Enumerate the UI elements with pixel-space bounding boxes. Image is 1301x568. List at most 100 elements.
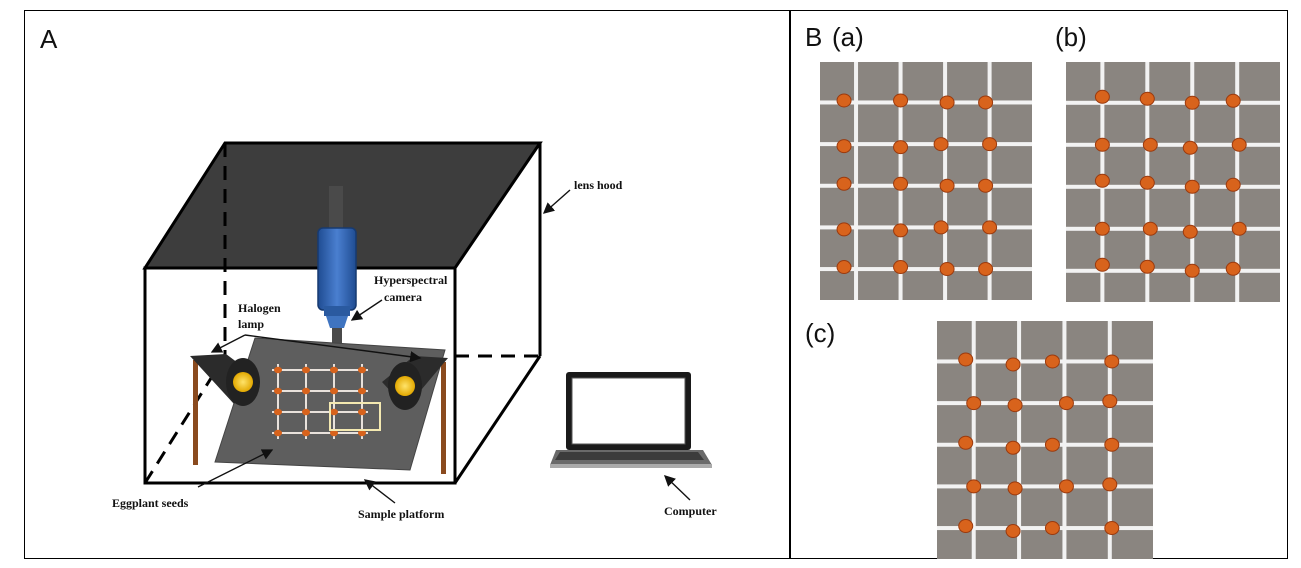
seed <box>1102 477 1118 492</box>
platform-label: Sample platform <box>358 507 445 521</box>
seed-dot <box>274 366 282 374</box>
halogen-lamp-left-icon <box>190 354 260 406</box>
subpanel-b-label: (b) <box>1055 22 1087 52</box>
halogen-lamp-right-icon <box>382 356 448 410</box>
subpanel-c-label: (c) <box>805 318 836 348</box>
seed <box>966 396 982 411</box>
seed <box>1104 521 1120 536</box>
computer-label: Computer <box>664 504 717 518</box>
seed-dot <box>358 387 366 395</box>
eggplant-seed-grid <box>272 364 368 439</box>
photo-background <box>820 62 1032 300</box>
seed <box>893 176 909 191</box>
seed <box>1142 221 1158 236</box>
seed <box>1225 261 1241 276</box>
seed-dot <box>358 408 366 416</box>
seed-dot <box>302 366 310 374</box>
grid-line <box>1066 268 1280 273</box>
seed <box>1104 354 1120 369</box>
subpanel-a-label: (a) <box>832 22 864 52</box>
camera-icon <box>317 227 357 311</box>
panel-b-label: B <box>805 22 823 52</box>
seed <box>1058 479 1074 494</box>
seed <box>939 95 955 110</box>
grid-line <box>820 142 1032 147</box>
lens-hood-arrow <box>542 189 571 214</box>
hood-front-face <box>143 266 457 485</box>
seed <box>1094 173 1110 188</box>
seed <box>836 139 852 154</box>
figure-frame <box>24 10 1288 559</box>
seed <box>1094 89 1110 104</box>
seed-dot <box>358 366 366 374</box>
seed <box>1182 224 1198 239</box>
seed <box>1005 357 1021 372</box>
computer-arrow <box>663 475 691 501</box>
seed-photo-a <box>820 62 1032 300</box>
grid-line <box>1066 142 1280 147</box>
panel-divider <box>789 10 791 559</box>
seed <box>893 93 909 108</box>
seed-dot <box>302 429 310 437</box>
grid-line <box>937 401 1153 406</box>
grid-line <box>820 267 1032 272</box>
grid-line <box>937 484 1153 489</box>
grid-line <box>1017 321 1022 559</box>
grid-line <box>1062 321 1067 559</box>
computer-icon <box>550 372 712 468</box>
camera-label-line1: Hyperspectral <box>374 273 448 287</box>
seed <box>1044 354 1060 369</box>
seed <box>1007 398 1023 413</box>
seeds-arrow <box>197 449 274 488</box>
seed <box>978 262 994 277</box>
camera-label-line2: camera <box>384 290 422 304</box>
seed <box>939 178 955 193</box>
seed-dot <box>330 366 338 374</box>
seed <box>1094 221 1110 236</box>
seed <box>1139 259 1155 274</box>
lamp-label-line1: Halogen <box>238 301 281 315</box>
seed <box>958 435 974 450</box>
seed <box>1094 137 1110 152</box>
seed-dot <box>330 387 338 395</box>
seed <box>1044 437 1060 452</box>
seed <box>958 352 974 367</box>
seed <box>1044 521 1060 536</box>
panel-a-label: A <box>40 24 58 54</box>
seeds-label: Eggplant seeds <box>112 496 189 510</box>
seed-dot <box>274 387 282 395</box>
grid-line <box>820 100 1032 105</box>
seed-dot <box>302 387 310 395</box>
seed-photo-b <box>1066 62 1280 302</box>
seed <box>966 479 982 494</box>
camera-arrow <box>350 299 383 321</box>
grid-line <box>820 225 1032 230</box>
seed <box>1182 140 1198 155</box>
grid-line <box>820 183 1032 188</box>
seed <box>1184 179 1200 194</box>
grid-line <box>854 62 859 300</box>
lamp-stand-right <box>441 362 446 474</box>
grid-line <box>1066 184 1280 189</box>
seed <box>1104 437 1120 452</box>
lamp-arrow-left <box>210 334 246 353</box>
seed-dot <box>330 408 338 416</box>
lamp-arrow-right <box>244 334 422 363</box>
seed <box>1231 137 1247 152</box>
seed <box>1184 263 1200 278</box>
seed <box>1139 91 1155 106</box>
seed-dot <box>358 429 366 437</box>
seed <box>958 519 974 534</box>
seed <box>1005 524 1021 539</box>
seed <box>1007 481 1023 496</box>
seed <box>982 137 998 152</box>
seed <box>1094 257 1110 272</box>
camera-mount <box>329 186 343 234</box>
seed <box>893 260 909 275</box>
seed-photo-c <box>937 321 1153 559</box>
seed-dot <box>330 429 338 437</box>
seed <box>982 220 998 235</box>
seed-dot <box>274 408 282 416</box>
seed <box>1058 396 1074 411</box>
